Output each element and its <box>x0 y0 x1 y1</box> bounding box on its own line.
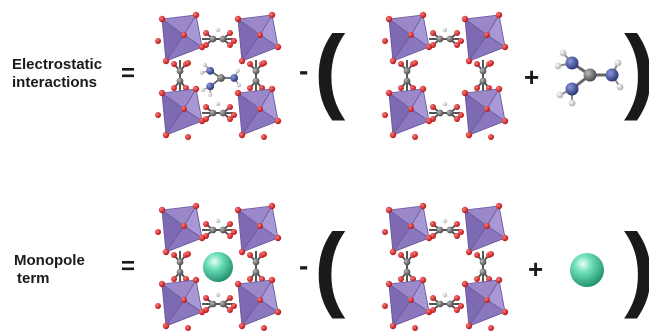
row2-open-paren: ( <box>314 214 346 319</box>
row1-label: Electrostatic interactions <box>12 56 102 92</box>
row1-plus-sign: + <box>524 62 540 92</box>
row2-point-charge-sphere <box>570 253 604 287</box>
row1-equals-sign: = <box>121 60 136 87</box>
row1-guanidinium-in-pore <box>198 61 242 98</box>
row2-label-line2: term <box>17 270 50 287</box>
row2-empty-framework <box>370 203 520 333</box>
row1-empty-framework <box>370 12 520 142</box>
row2-minus-sign: - <box>299 250 309 281</box>
row2-label: Monopole term <box>14 252 85 288</box>
row1-minus-sign: - <box>299 55 309 86</box>
row1-close-paren: ) <box>624 22 649 116</box>
row2-framework-with-charge <box>143 203 293 333</box>
row1-label-line2: interactions <box>12 74 98 91</box>
row1-open-paren: ( <box>314 16 346 121</box>
row2-point-charge-in-pore <box>203 252 233 282</box>
row2-plus-sign: + <box>528 254 544 284</box>
row1-guanidinium-molecule <box>553 48 625 108</box>
row2-close-paren: ) <box>624 220 649 314</box>
row2-equals-sign: = <box>121 253 136 280</box>
row2-label-line1: Monopole <box>14 252 85 269</box>
row1-label-line1: Electrostatic <box>12 56 103 73</box>
row1-framework-with-guest <box>143 12 293 142</box>
